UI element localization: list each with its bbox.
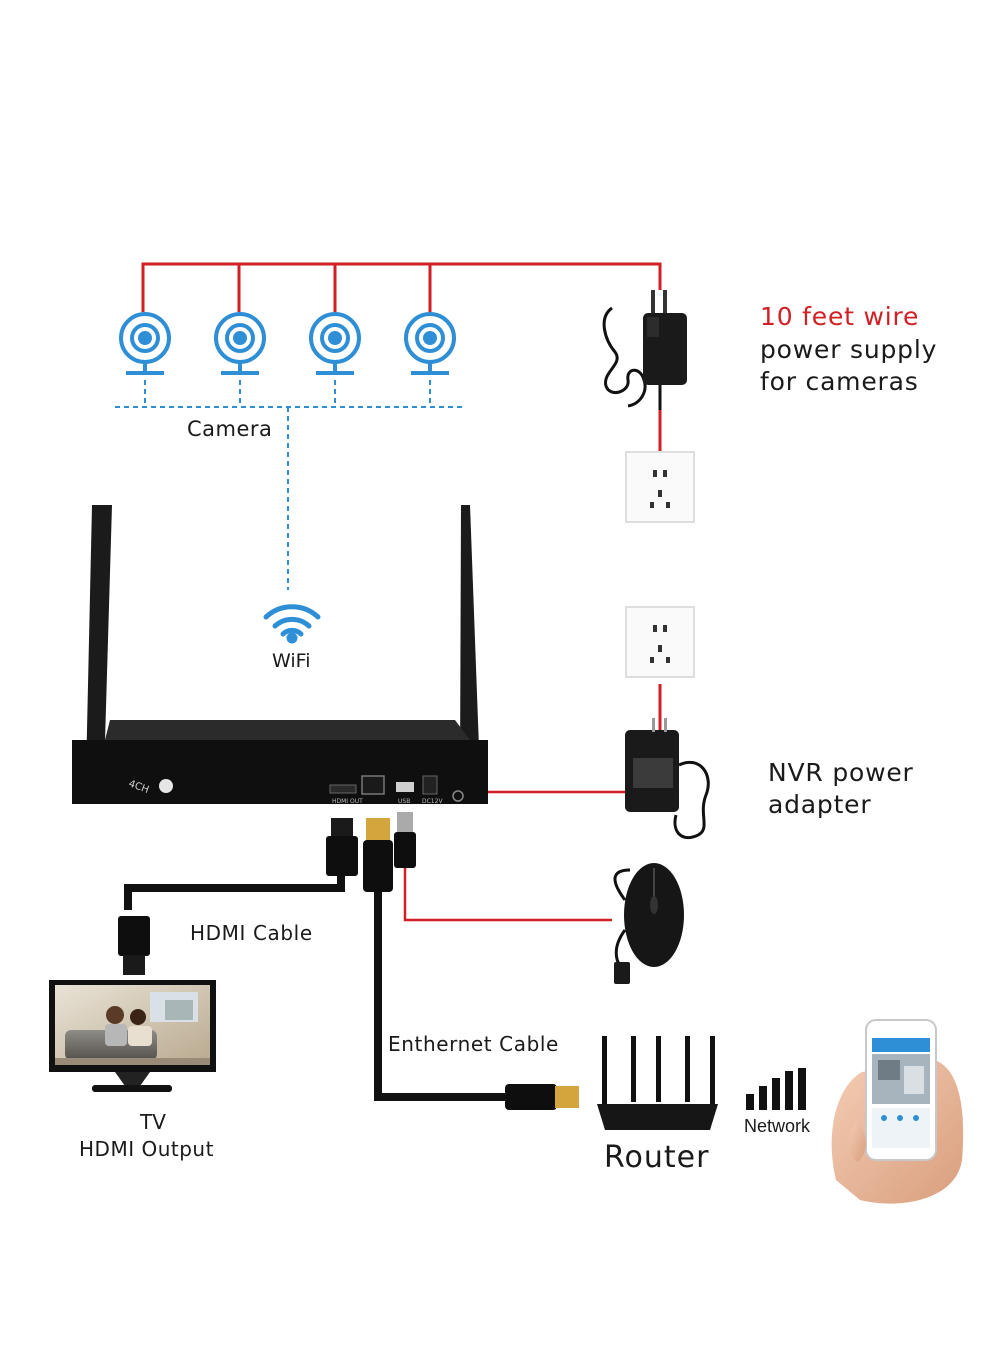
wifi-label: WiFi xyxy=(272,650,311,672)
camera-icon xyxy=(309,312,361,375)
camera-label: Camera xyxy=(187,417,273,441)
tv-label: TV xyxy=(140,1110,166,1134)
wireless-link xyxy=(115,380,462,590)
router-icon xyxy=(597,1036,718,1130)
nvr-port-dc-label: DC12V xyxy=(422,798,443,805)
nvr-adapter-icon xyxy=(625,718,710,839)
tv-output-label: HDMI Output xyxy=(79,1137,214,1161)
nvr-port-usb-label: USB xyxy=(398,798,410,805)
hdmi-cable-label: HDMI Cable xyxy=(190,921,313,945)
camera-wire-label-line1: 10 feet wire xyxy=(760,302,920,331)
power-adapter-icon xyxy=(602,290,687,410)
wall-outlet-icon xyxy=(625,451,695,523)
network-label: Network xyxy=(744,1116,811,1136)
camera-wire-label-line3: for cameras xyxy=(760,367,919,396)
camera-wire-label-line2: power supply xyxy=(760,335,938,364)
wall-outlet-icon xyxy=(625,606,695,678)
hdmi-cable xyxy=(118,818,358,975)
nvr-port-hdmi-label: HDMI OUT xyxy=(332,798,363,805)
tv-icon xyxy=(49,980,216,1092)
mouse-icon xyxy=(613,863,684,984)
camera-icon xyxy=(404,312,456,375)
camera-icon xyxy=(214,312,266,375)
camera-power-wiring xyxy=(141,262,662,452)
ethernet-cable-label: Enthernet Cable xyxy=(388,1032,559,1056)
nvr-recorder xyxy=(72,505,488,804)
camera-icon xyxy=(119,312,171,375)
smartphone-icon xyxy=(831,1019,964,1204)
nvr-power-label-line1: NVR power xyxy=(768,758,914,787)
ethernet-cable xyxy=(363,818,579,1110)
usb-mouse-cable xyxy=(394,812,612,922)
signal-bars-icon xyxy=(746,1068,806,1110)
wifi-icon xyxy=(263,604,321,644)
router-label: Router xyxy=(604,1140,710,1175)
nvr-power-label-line2: adapter xyxy=(768,790,872,819)
